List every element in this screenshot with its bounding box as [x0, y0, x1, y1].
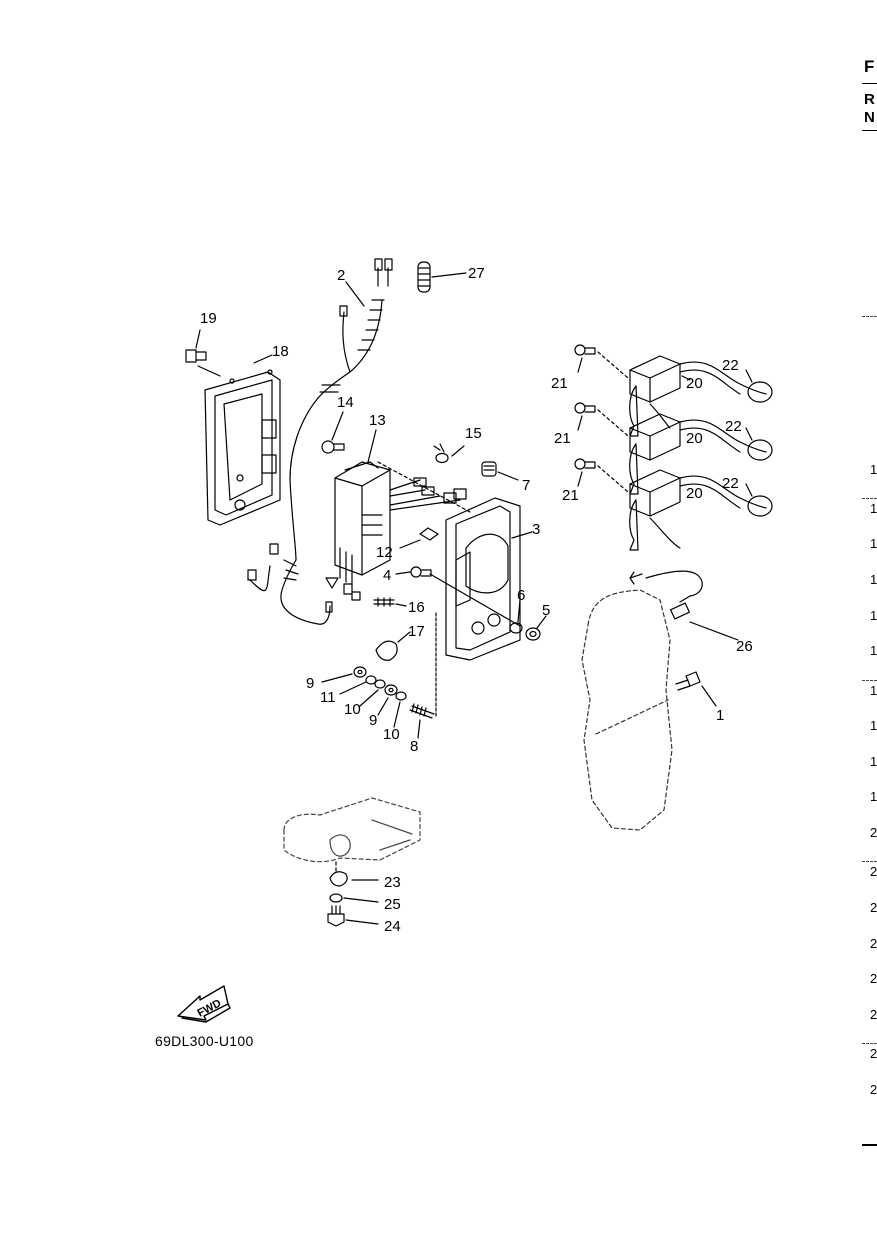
edge-dash	[862, 680, 877, 681]
callout-4: 4	[383, 567, 391, 584]
callout-22c: 22	[722, 475, 739, 492]
edge-dash	[862, 316, 877, 317]
part-18-cover	[204, 354, 281, 526]
edge-row: 1	[870, 536, 877, 551]
edge-row: 2	[870, 1046, 877, 1061]
part-16-clip	[373, 597, 407, 607]
callout-20: 20	[686, 375, 703, 392]
edge-row: 1	[870, 643, 877, 658]
edge-row: 2	[870, 1007, 877, 1022]
part-23-clamp	[329, 861, 379, 887]
callout-23: 23	[384, 874, 401, 891]
fwd-arrow-icon	[177, 985, 231, 1023]
callout-12: 12	[376, 544, 393, 561]
callout-9b: 9	[369, 712, 377, 729]
part-1-bolt	[675, 671, 717, 707]
edge-row: 2	[870, 1082, 877, 1097]
part-11-washer	[339, 675, 377, 695]
callout-21b: 21	[554, 430, 571, 447]
edge-row: 1	[870, 683, 877, 698]
callout-20c: 20	[686, 485, 703, 502]
callout-24: 24	[384, 918, 401, 935]
edge-dash	[862, 1043, 877, 1044]
edge-row: 1	[870, 754, 877, 769]
part-17-holder	[375, 631, 411, 661]
edge-header-r: R	[864, 91, 875, 108]
callout-5: 5	[542, 602, 550, 619]
edge-rule	[862, 1144, 877, 1146]
part-14-bolt	[321, 411, 345, 454]
part-8-stud	[409, 611, 437, 739]
callout-14: 14	[337, 394, 354, 411]
ignition-coil-group	[574, 344, 773, 551]
edge-row: 1	[870, 718, 877, 733]
callout-8: 8	[410, 738, 418, 755]
callout-10b: 10	[383, 726, 400, 743]
part-26-sensor	[629, 570, 739, 641]
callout-25: 25	[384, 896, 401, 913]
edge-row: 2	[870, 864, 877, 879]
part-27-sleeve	[417, 261, 467, 293]
callout-11: 11	[320, 689, 336, 706]
callout-3: 3	[532, 521, 540, 538]
callout-16: 16	[408, 599, 425, 616]
callout-27: 27	[468, 265, 485, 282]
callout-6: 6	[517, 587, 525, 604]
edge-dash	[862, 861, 877, 862]
part-13-cdi-unit	[325, 429, 471, 601]
edge-row: 2	[870, 825, 877, 840]
edge-row: 1	[870, 572, 877, 587]
part-12-connector	[399, 527, 439, 549]
part-6-spacer	[509, 599, 523, 634]
part-code: 69DL300-U100	[155, 1033, 254, 1049]
edge-header-n: N	[864, 109, 875, 126]
engine-block-outline	[581, 589, 673, 831]
part-2-harness	[289, 258, 393, 561]
callout-1: 1	[716, 707, 724, 724]
callout-17: 17	[408, 623, 425, 640]
part-10-washer	[359, 679, 407, 728]
part-4-screw	[395, 566, 521, 627]
edge-row: 1	[870, 608, 877, 623]
callout-21c: 21	[562, 487, 579, 504]
callout-9: 9	[306, 675, 314, 692]
lower-harness	[247, 543, 333, 625]
callout-18: 18	[272, 343, 289, 360]
callout-15: 15	[465, 425, 482, 442]
part-9-nut	[321, 666, 398, 716]
callout-13: 13	[369, 412, 386, 429]
part-24-bolt	[327, 905, 379, 927]
fwd-label: FWD	[196, 997, 224, 1019]
part-25-washer	[329, 893, 379, 903]
edge-header-f: F	[864, 57, 875, 76]
callout-19: 19	[200, 310, 217, 327]
edge-rule	[862, 83, 877, 84]
callout-21: 21	[551, 375, 568, 392]
callout-20b: 20	[686, 430, 703, 447]
lower-assembly	[283, 797, 421, 863]
part-15-clamp	[433, 443, 465, 464]
edge-row: 1	[870, 501, 877, 516]
callout-7: 7	[522, 477, 530, 494]
part-5-nut	[525, 615, 547, 641]
callout-26: 26	[736, 638, 753, 655]
callout-22b: 22	[725, 418, 742, 435]
edge-row: 2	[870, 936, 877, 951]
callout-10: 10	[344, 701, 361, 718]
edge-row: 1	[870, 462, 877, 477]
edge-rule	[862, 130, 877, 131]
part-3-bracket	[445, 497, 533, 661]
part-19-bolt	[185, 329, 221, 377]
edge-row: 2	[870, 971, 877, 986]
callout-2: 2	[337, 267, 345, 284]
edge-row: 1	[870, 789, 877, 804]
part-7-grommet	[481, 461, 519, 481]
edge-row: 2	[870, 900, 877, 915]
callout-22: 22	[722, 357, 739, 374]
edge-dash	[862, 498, 877, 499]
callout-labels: 2 27 19 18 14 13 15 7 3 12 4 6 5 16 17 9…	[196, 265, 753, 1020]
